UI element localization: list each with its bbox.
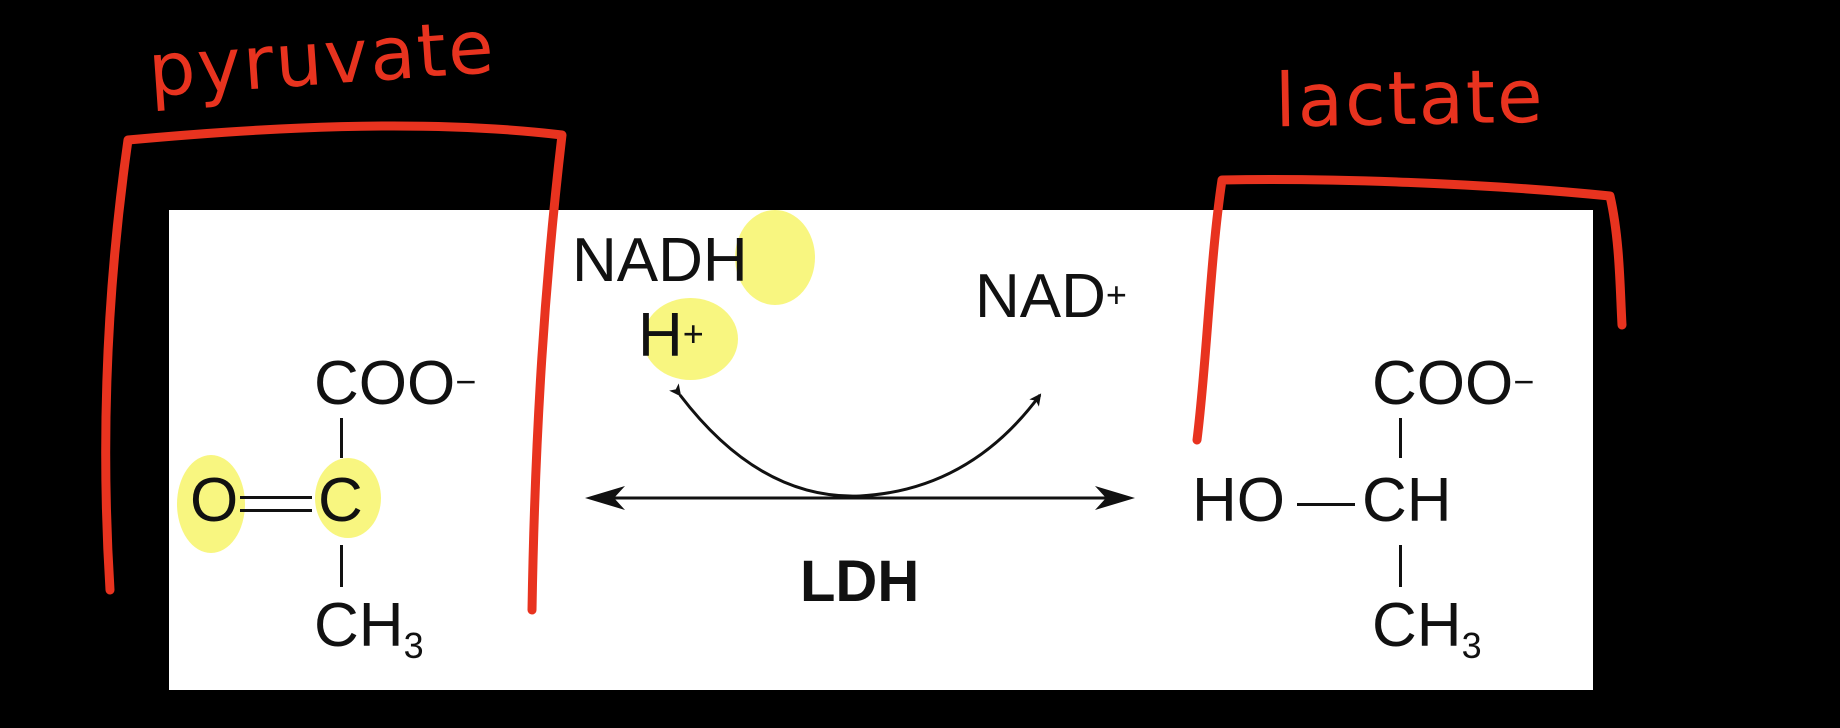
pyruvate-bottom-bond [340,545,343,587]
reaction-panel [169,210,1593,690]
pyruvate-carbon: C [318,466,363,535]
cofactor-arc [669,383,1042,498]
pyruvate-annotation: pyruvate [145,3,499,115]
cofactor-nadh: NADH [572,226,748,295]
pyruvate-double-bond-upper [240,496,312,499]
pyruvate-oxygen: O [190,466,239,535]
pyruvate-methyl: CH3 [314,591,424,666]
cofactor-nad-plus: NAD+ [975,262,1127,331]
lactate-methyl: CH3 [1372,591,1482,666]
enzyme-label: LDH [800,549,920,614]
lactate-ho-bond [1297,503,1355,506]
pyruvate-bracket [101,121,567,615]
highlight-nadh-h [735,210,815,305]
lactate-bottom-bond [1399,545,1402,587]
lactate-hydroxyl: HO [1192,466,1285,535]
pyruvate-top-bond [340,418,343,458]
pyruvate-double-bond-lower [240,509,312,512]
reverse-arrowhead [585,486,625,510]
forward-arrowhead [1095,486,1135,510]
highlight-oxygen [177,455,245,553]
highlight-carbon [315,458,381,538]
lactate-bracket [1192,175,1627,445]
lactate-carboxylate: COO− [1372,349,1535,418]
pyruvate-carboxylate: COO− [314,349,477,418]
highlight-h-plus [643,298,738,380]
cofactor-proton: H+ [638,301,704,370]
lactate-chiral-carbon: CH [1362,466,1452,535]
lactate-top-bond [1399,418,1402,458]
lactate-annotation: lactate [1274,53,1546,145]
